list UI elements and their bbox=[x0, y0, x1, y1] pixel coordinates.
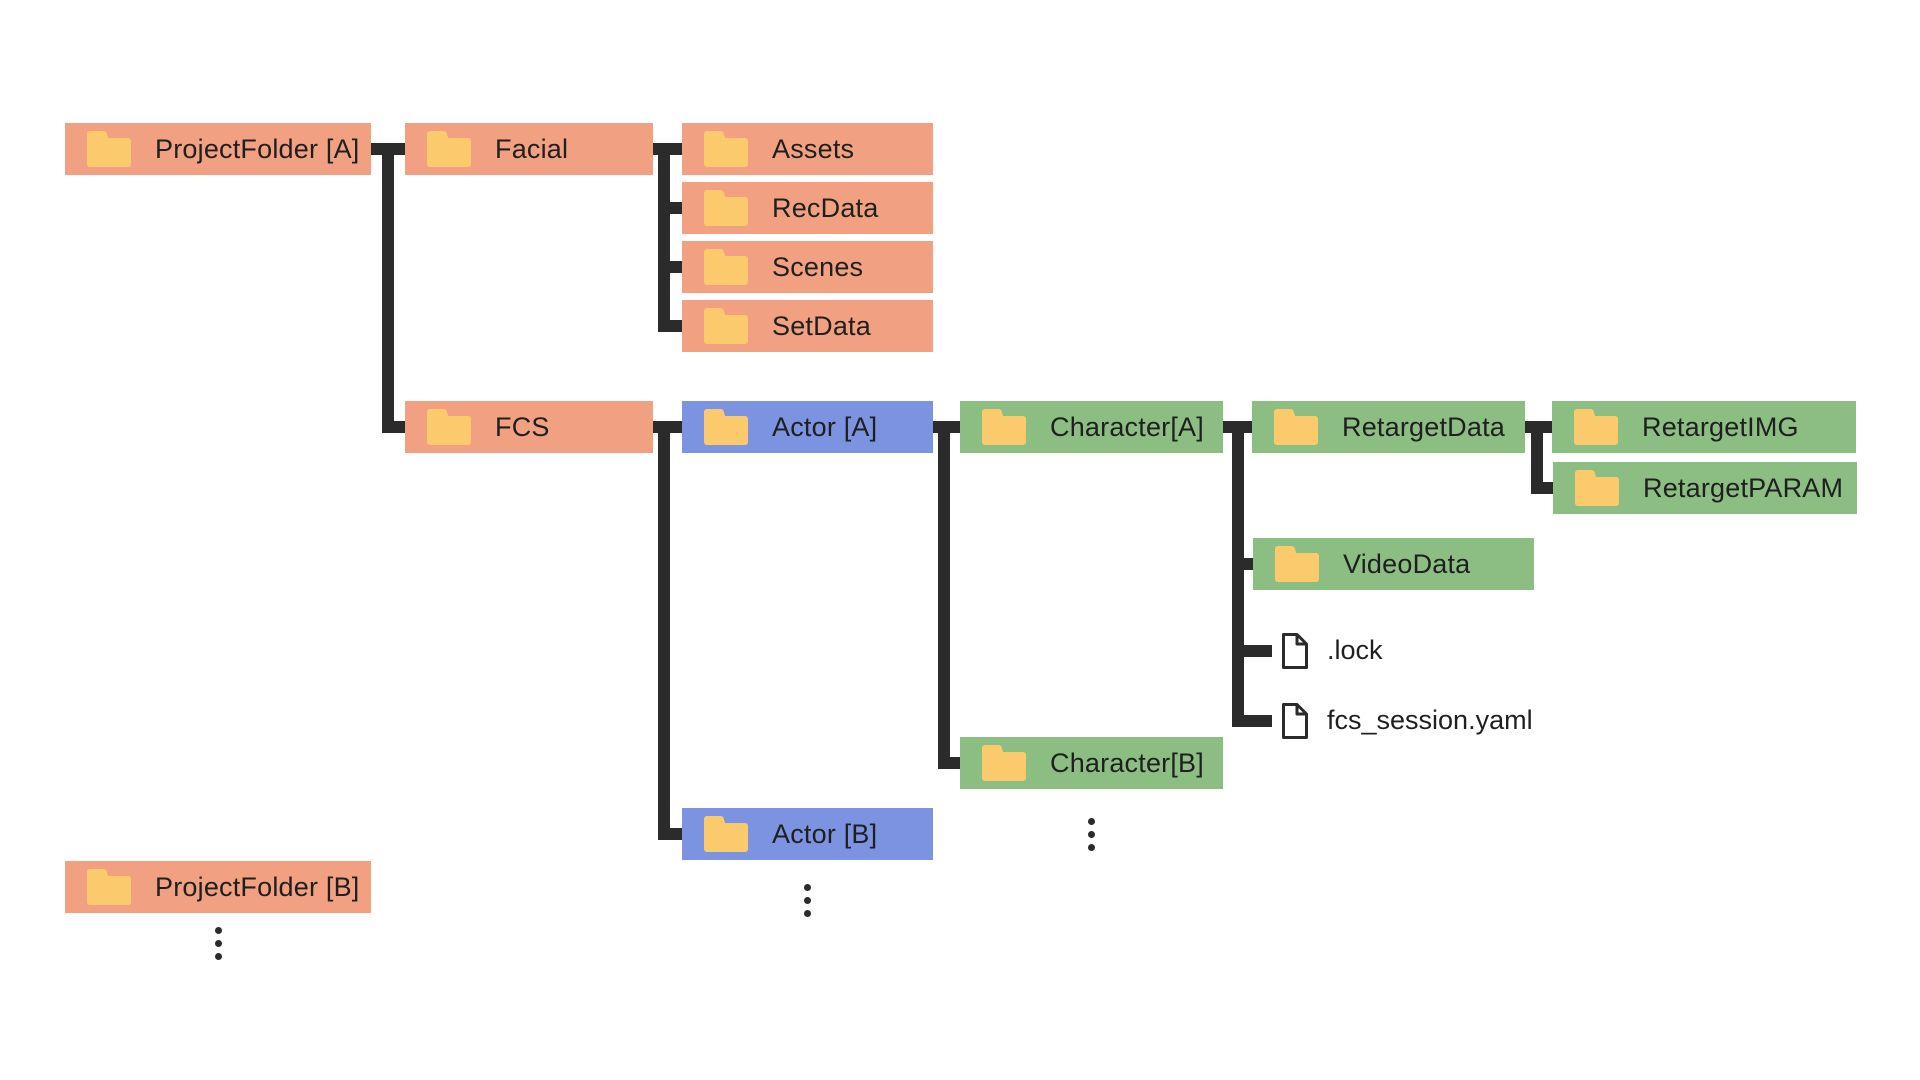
node-label: VideoData bbox=[1343, 548, 1471, 579]
stub-lock-file bbox=[1244, 645, 1272, 657]
node-label: RetargetIMG bbox=[1642, 411, 1799, 442]
folder-icon bbox=[704, 308, 748, 344]
trunk-facial bbox=[658, 143, 670, 332]
node-label: Actor [B] bbox=[772, 818, 878, 849]
file-icon bbox=[1282, 703, 1308, 739]
node-character-b: Character[B] bbox=[960, 737, 1223, 789]
node-retarget-img: RetargetIMG bbox=[1552, 401, 1856, 453]
stub-rec-data bbox=[670, 202, 682, 214]
node-actor-a: Actor [A] bbox=[682, 401, 933, 453]
stub-scenes bbox=[670, 261, 682, 273]
node-fcs: FCS bbox=[405, 401, 653, 453]
file-lock: .lock bbox=[1281, 632, 1383, 670]
ellipsis-under-actor-b-dot bbox=[803, 910, 811, 917]
node-project-folder-b: ProjectFolder [B] bbox=[65, 861, 371, 913]
trunk-projectfolder-a bbox=[382, 143, 394, 433]
ellipsis-under-actor-b-dot bbox=[803, 897, 811, 904]
node-video-data: VideoData bbox=[1253, 538, 1534, 590]
trunk-retarget-data bbox=[1531, 421, 1543, 494]
node-label: Actor [A] bbox=[772, 411, 878, 442]
folder-icon bbox=[704, 816, 748, 852]
folder-icon bbox=[87, 131, 131, 167]
node-rec-data: RecData bbox=[682, 182, 933, 234]
node-label: ProjectFolder [A] bbox=[155, 133, 360, 164]
file-label: fcs_session.yaml bbox=[1327, 705, 1533, 735]
ellipsis-under-character-b-dot bbox=[1087, 831, 1095, 838]
node-scenes: Scenes bbox=[682, 241, 933, 293]
node-label: RetargetPARAM bbox=[1643, 472, 1844, 503]
node-label: Character[A] bbox=[1050, 411, 1204, 442]
node-label: FCS bbox=[495, 411, 550, 442]
folder-icon bbox=[704, 131, 748, 167]
file-fcs-session: fcs_session.yaml bbox=[1281, 702, 1533, 740]
node-retarget-data: RetargetData bbox=[1252, 401, 1525, 453]
file-label: .lock bbox=[1327, 635, 1383, 665]
stub-character-b bbox=[950, 757, 960, 769]
stub-actor-b bbox=[670, 828, 682, 840]
folder-icon bbox=[982, 409, 1026, 445]
folder-icon bbox=[982, 745, 1026, 781]
node-label: Facial bbox=[495, 133, 569, 164]
folder-icon bbox=[704, 190, 748, 226]
folder-icon bbox=[1575, 470, 1619, 506]
node-assets: Assets bbox=[682, 123, 933, 175]
node-label: Scenes bbox=[772, 251, 864, 282]
stub-retarget-param bbox=[1543, 482, 1553, 494]
node-character-a: Character[A] bbox=[960, 401, 1223, 453]
node-project-folder-a: ProjectFolder [A] bbox=[65, 123, 371, 175]
folder-icon bbox=[1574, 409, 1618, 445]
ellipsis-under-project-folder-b-dot bbox=[214, 940, 222, 947]
node-set-data: SetData bbox=[682, 300, 933, 352]
stub-set-data bbox=[670, 320, 682, 332]
folder-icon bbox=[1275, 546, 1319, 582]
node-actor-b: Actor [B] bbox=[682, 808, 933, 860]
folder-icon bbox=[427, 409, 471, 445]
stub-fcs-session-file bbox=[1244, 715, 1272, 727]
node-label: RecData bbox=[772, 192, 879, 223]
node-facial: Facial bbox=[405, 123, 653, 175]
ellipsis-under-project-folder-b-dot bbox=[214, 927, 222, 934]
node-label: Assets bbox=[772, 133, 855, 164]
folder-icon bbox=[704, 249, 748, 285]
ellipsis-under-actor-b-dot bbox=[803, 884, 811, 891]
node-label: Character[B] bbox=[1050, 747, 1204, 778]
node-label: ProjectFolder [B] bbox=[155, 871, 360, 902]
folder-icon bbox=[1274, 409, 1318, 445]
ellipsis-under-project-folder-b-dot bbox=[214, 953, 222, 960]
node-label: RetargetData bbox=[1342, 411, 1505, 442]
trunk-character-a bbox=[1232, 421, 1244, 727]
trunk-actor-a bbox=[938, 421, 950, 769]
stub-fcs bbox=[394, 421, 405, 433]
node-label: SetData bbox=[772, 310, 871, 341]
node-retarget-param: RetargetPARAM bbox=[1553, 462, 1857, 514]
folder-icon bbox=[87, 869, 131, 905]
folder-icon bbox=[427, 131, 471, 167]
trunk-fcs bbox=[658, 421, 670, 840]
file-icon bbox=[1282, 633, 1308, 669]
stub-video-data bbox=[1244, 558, 1253, 570]
ellipsis-under-character-b-dot bbox=[1087, 844, 1095, 851]
ellipsis-under-character-b-dot bbox=[1087, 818, 1095, 825]
folder-icon bbox=[704, 409, 748, 445]
